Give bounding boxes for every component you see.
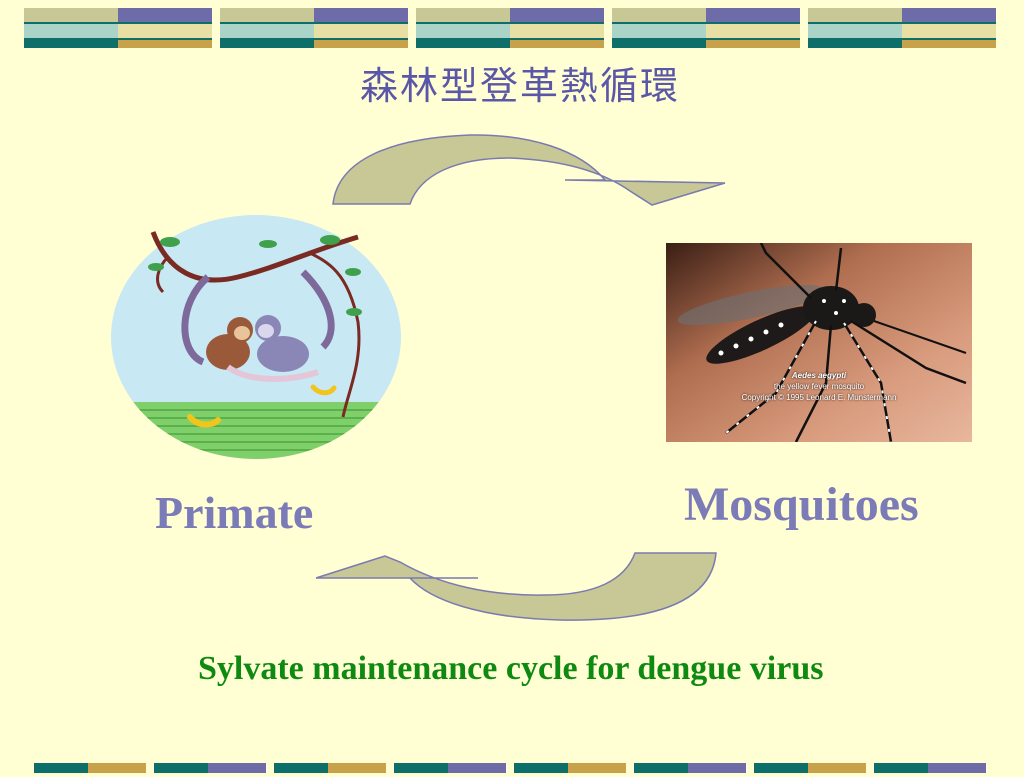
band-tile-segment (808, 24, 902, 38)
band-tile-segment (118, 24, 212, 38)
band-tile-segment (706, 8, 800, 22)
primate-label: Primate (155, 487, 314, 538)
photo-copyright-text: Copyright © 1995 Leonard E. Munstermann (741, 393, 897, 402)
band-tile-segment (314, 40, 408, 48)
mosquitoes-label: Mosquitoes (684, 478, 919, 531)
band-tile-segment (220, 8, 314, 22)
band-tile-segment (118, 40, 212, 48)
slide-caption: Sylvate maintenance cycle for dengue vir… (198, 650, 824, 687)
band-tile-segment (902, 40, 996, 48)
band-tile-segment (706, 40, 800, 48)
band-tile-segment (226, 40, 314, 48)
slide-title: 森林型登革熱循環 (359, 64, 680, 108)
band-tile-segment (220, 24, 314, 38)
mosquito-photo-icon: Aedes aegypti the yellow fever mosquito … (666, 242, 972, 443)
band-tile-segment (24, 8, 118, 22)
band-tile-segment (118, 8, 212, 22)
band-tile-segment (30, 40, 118, 48)
band-tile-segment (902, 8, 996, 22)
band-tile-segment (814, 40, 902, 48)
band-tile-segment (510, 8, 604, 22)
band-tile-segment (706, 24, 800, 38)
band-tile-segment (612, 8, 706, 22)
top-decorative-band (24, 8, 1000, 48)
band-tile-segment (612, 24, 706, 38)
band-tile-segment (808, 8, 902, 22)
band-tile-segment (510, 40, 604, 48)
photo-species-text: Aedes aegypti (791, 371, 847, 380)
monkeys-on-vine-icon (108, 212, 404, 462)
band-tile-segment (416, 24, 510, 38)
arrow-primate-to-mosquito (332, 134, 726, 206)
band-tile-segment (422, 40, 510, 48)
band-tile-segment (618, 40, 706, 48)
photo-common-name-text: the yellow fever mosquito (773, 382, 865, 391)
arrow-mosquito-to-primate (315, 552, 717, 621)
top-band-tiles (24, 8, 996, 48)
band-tile-segment (314, 8, 408, 22)
band-tile-segment (24, 24, 118, 38)
band-tile-segment (416, 8, 510, 22)
band-tile-segment (902, 24, 996, 38)
band-tile-segment (510, 24, 604, 38)
band-tile-segment (314, 24, 408, 38)
